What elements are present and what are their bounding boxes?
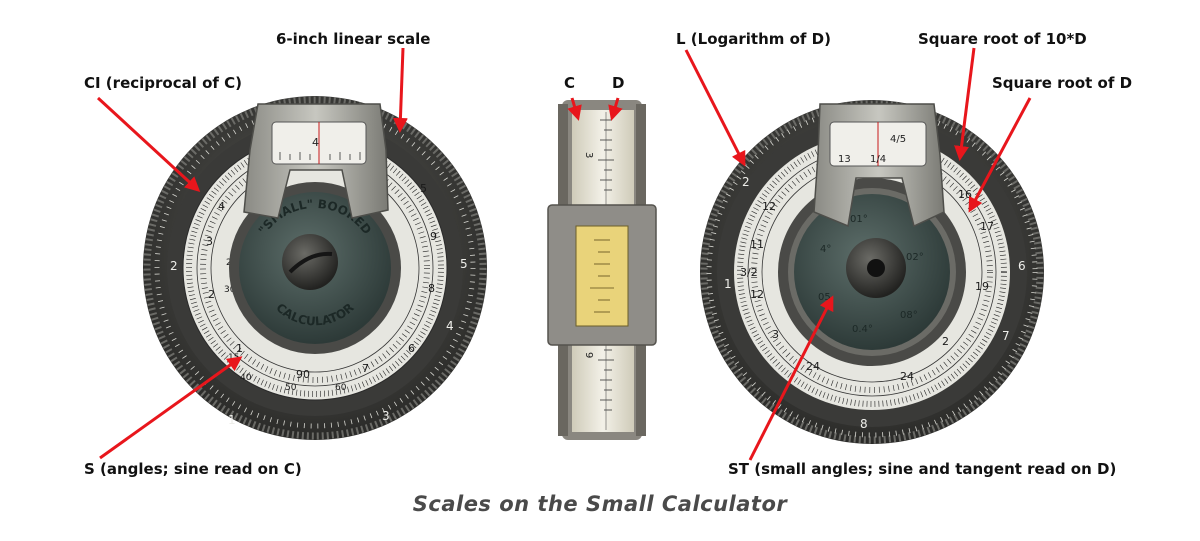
svg-text:24: 24 (806, 360, 820, 373)
arrow-ci-scale (96, 96, 201, 193)
arrow-s-scale (99, 356, 243, 460)
label-l-scale: L (Logarithm of D) (676, 30, 831, 48)
svg-text:4: 4 (218, 200, 225, 213)
arrow-l-scale (684, 49, 746, 167)
arrow-sqrt-d (968, 97, 1032, 213)
svg-text:7: 7 (362, 362, 369, 375)
svg-text:40: 40 (240, 373, 252, 383)
label-s-scale: S (angles; sine read on C) (84, 460, 302, 478)
svg-text:7: 7 (1002, 329, 1010, 343)
svg-text:11: 11 (750, 238, 764, 251)
svg-text:19: 19 (975, 280, 989, 293)
svg-text:3: 3 (583, 152, 594, 158)
svg-text:13: 13 (838, 154, 851, 165)
svg-text:16: 16 (958, 188, 972, 201)
svg-text:12: 12 (750, 288, 764, 301)
svg-text:60: 60 (335, 383, 347, 393)
label-c-scale: C (564, 74, 576, 92)
svg-text:2: 2 (170, 259, 178, 273)
svg-text:8: 8 (428, 282, 435, 295)
arrow-linear-scale (392, 47, 408, 133)
svg-text:4°: 4° (820, 244, 831, 255)
label-st-scale: ST (small angles; sine and tangent read … (728, 460, 1117, 478)
left-center-knob (282, 234, 338, 290)
svg-text:1: 1 (236, 342, 243, 355)
arrow-d-scale (608, 97, 623, 121)
svg-text:0.4°: 0.4° (852, 324, 873, 335)
label-sqrt-d: Square root of D (992, 74, 1133, 92)
label-ci-scale: CI (reciprocal of C) (84, 74, 243, 92)
svg-text:6: 6 (1018, 259, 1026, 273)
figure-caption: Scales on the Small Calculator (412, 492, 788, 516)
svg-text:2: 2 (208, 288, 215, 301)
svg-text:4: 4 (312, 136, 319, 149)
svg-text:24: 24 (900, 370, 914, 383)
svg-text:8: 8 (860, 417, 868, 431)
side-view: 3 9 (547, 100, 657, 440)
annotation-arrows (96, 47, 1032, 461)
svg-text:3: 3 (206, 235, 213, 248)
svg-text:1: 1 (228, 413, 236, 427)
svg-text:4: 4 (446, 319, 454, 333)
svg-text:2: 2 (942, 335, 949, 348)
svg-text:1/4: 1/4 (870, 154, 886, 165)
svg-text:3: 3 (382, 409, 390, 423)
svg-text:17: 17 (980, 220, 994, 233)
svg-text:02°: 02° (906, 252, 924, 263)
svg-text:3: 3 (772, 328, 779, 341)
svg-text:08°: 08° (900, 310, 918, 321)
svg-text:1: 1 (724, 277, 732, 291)
label-sqrt-10d: Square root of 10*D (918, 30, 1087, 48)
svg-text:9: 9 (430, 230, 437, 243)
arrow-st-scale (748, 295, 834, 461)
svg-text:6: 6 (408, 342, 415, 355)
svg-text:3/2: 3/2 (740, 266, 758, 279)
svg-text:12: 12 (762, 200, 776, 213)
svg-text:4/5: 4/5 (890, 134, 906, 145)
svg-text:50: 50 (285, 383, 297, 393)
svg-text:9: 9 (583, 352, 594, 358)
arrow-sqrt-10d (954, 47, 976, 161)
label-linear-scale: 6-inch linear scale (276, 30, 431, 48)
label-d-scale: D (612, 74, 625, 92)
svg-text:5: 5 (460, 257, 468, 271)
svg-text:01°: 01° (850, 214, 868, 225)
svg-text:90: 90 (296, 368, 310, 381)
svg-text:30: 30 (224, 285, 236, 295)
svg-text:5: 5 (420, 182, 427, 195)
svg-text:2: 2 (742, 175, 750, 189)
arrow-c-scale (567, 97, 582, 121)
